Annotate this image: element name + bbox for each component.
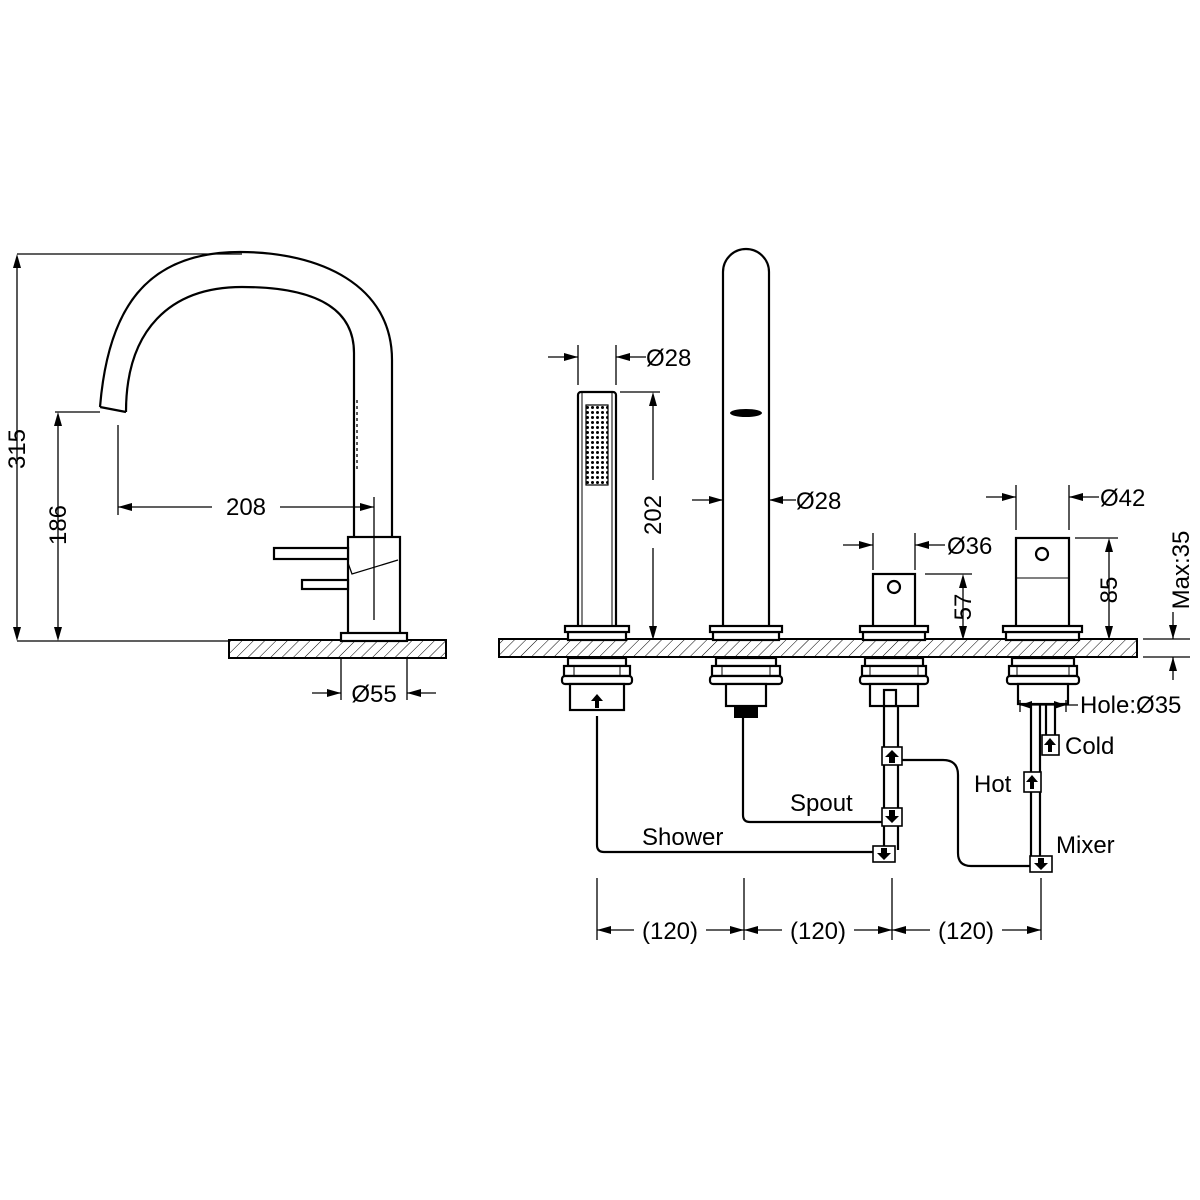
lever-handle-upper: [272, 546, 350, 561]
dim-deck-thickness: Max:35: [1168, 531, 1195, 610]
dim-spout-height: 186: [45, 505, 72, 545]
shower-hose: [595, 716, 873, 854]
spout-hose: [741, 718, 882, 824]
dim-handshower-diameter: Ø28: [646, 345, 691, 372]
dim-hole-size: Hole:Ø35: [1080, 692, 1181, 719]
label-hot: Hot: [974, 771, 1012, 798]
label-spout: Spout: [790, 790, 853, 817]
dim-total-height: 315: [4, 429, 31, 469]
spout-outlet-nut: [734, 706, 758, 718]
aerator: [730, 409, 762, 417]
front-view: Ø28 202 Ø28 Ø36 57 Ø42: [498, 247, 1195, 945]
deck-slab-left: [228, 639, 447, 659]
label-shower: Shower: [642, 824, 723, 851]
dim-spout-reach: 208: [226, 494, 266, 521]
label-cold: Cold: [1065, 733, 1114, 760]
lever-handle-lower: [300, 578, 350, 591]
deck-slab-right: [498, 638, 1138, 658]
dim-base-diameter: Ø55: [351, 681, 396, 708]
dim-mixer-height: 85: [1096, 577, 1123, 604]
mixer-hose: [902, 758, 1030, 868]
mixer-indicator-icon: [1034, 546, 1050, 562]
diverter-button-icon: [886, 579, 902, 595]
diverter: [858, 572, 930, 863]
tub-spout: [708, 247, 784, 718]
gooseneck-spout: [98, 250, 394, 539]
dim-spacing-3: (120): [938, 918, 994, 945]
dim-diverter-height: 57: [950, 594, 977, 621]
dim-mixer-diameter: Ø42: [1100, 485, 1145, 512]
mixer-cap-line: [347, 559, 399, 575]
dim-spacing-2: (120): [790, 918, 846, 945]
label-mixer: Mixer: [1056, 832, 1115, 859]
dim-spout-diameter: Ø28: [796, 488, 841, 515]
base-flange-left: [339, 631, 409, 643]
shower-spray-face: [585, 404, 609, 486]
dim-diverter-diameter: Ø36: [947, 533, 992, 560]
side-view: 315 186 208 Ø55: [4, 250, 447, 708]
dim-handshower-height: 202: [640, 495, 667, 535]
dim-spacing-1: (120): [642, 918, 698, 945]
hand-shower: [560, 390, 634, 712]
deck-mixer: [1001, 536, 1084, 873]
